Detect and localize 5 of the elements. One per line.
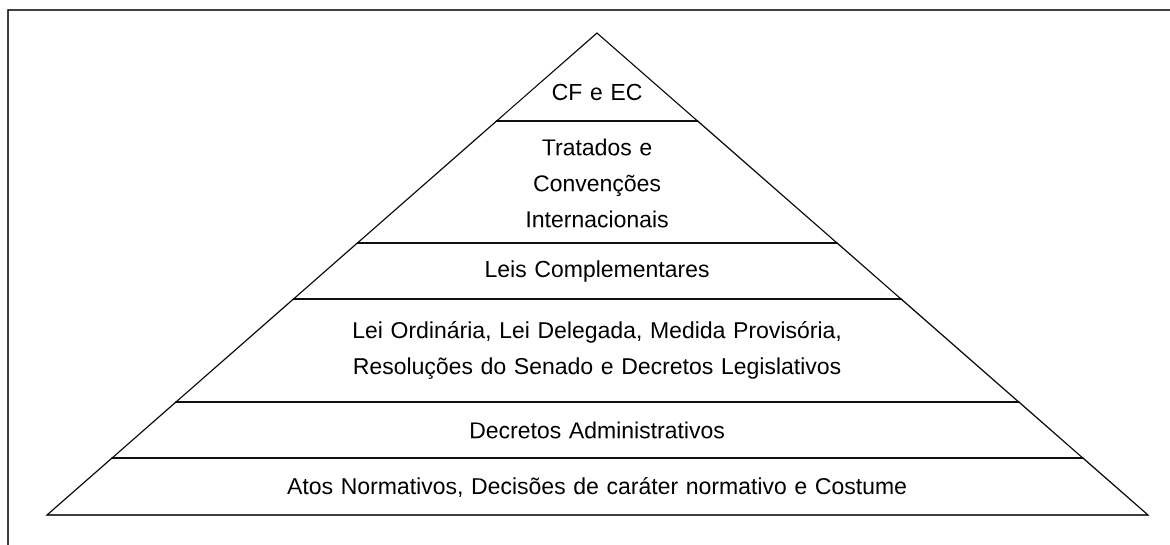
pyramid-level: Atos Normativos, Decisões de caráter normativo e Costume bbox=[45, 457, 1150, 516]
pyramid-level: Decretos Administrativos bbox=[110, 401, 1085, 459]
pyramid-level: Lei Ordinária, Lei Delegada, Medida Provisória, Resoluções do Senado e Decretos Legislativos bbox=[174, 298, 1021, 403]
pyramid-level: Leis Complementares bbox=[291, 242, 903, 300]
pyramid-level: Tratados e Convenções Internacionais bbox=[355, 120, 839, 244]
